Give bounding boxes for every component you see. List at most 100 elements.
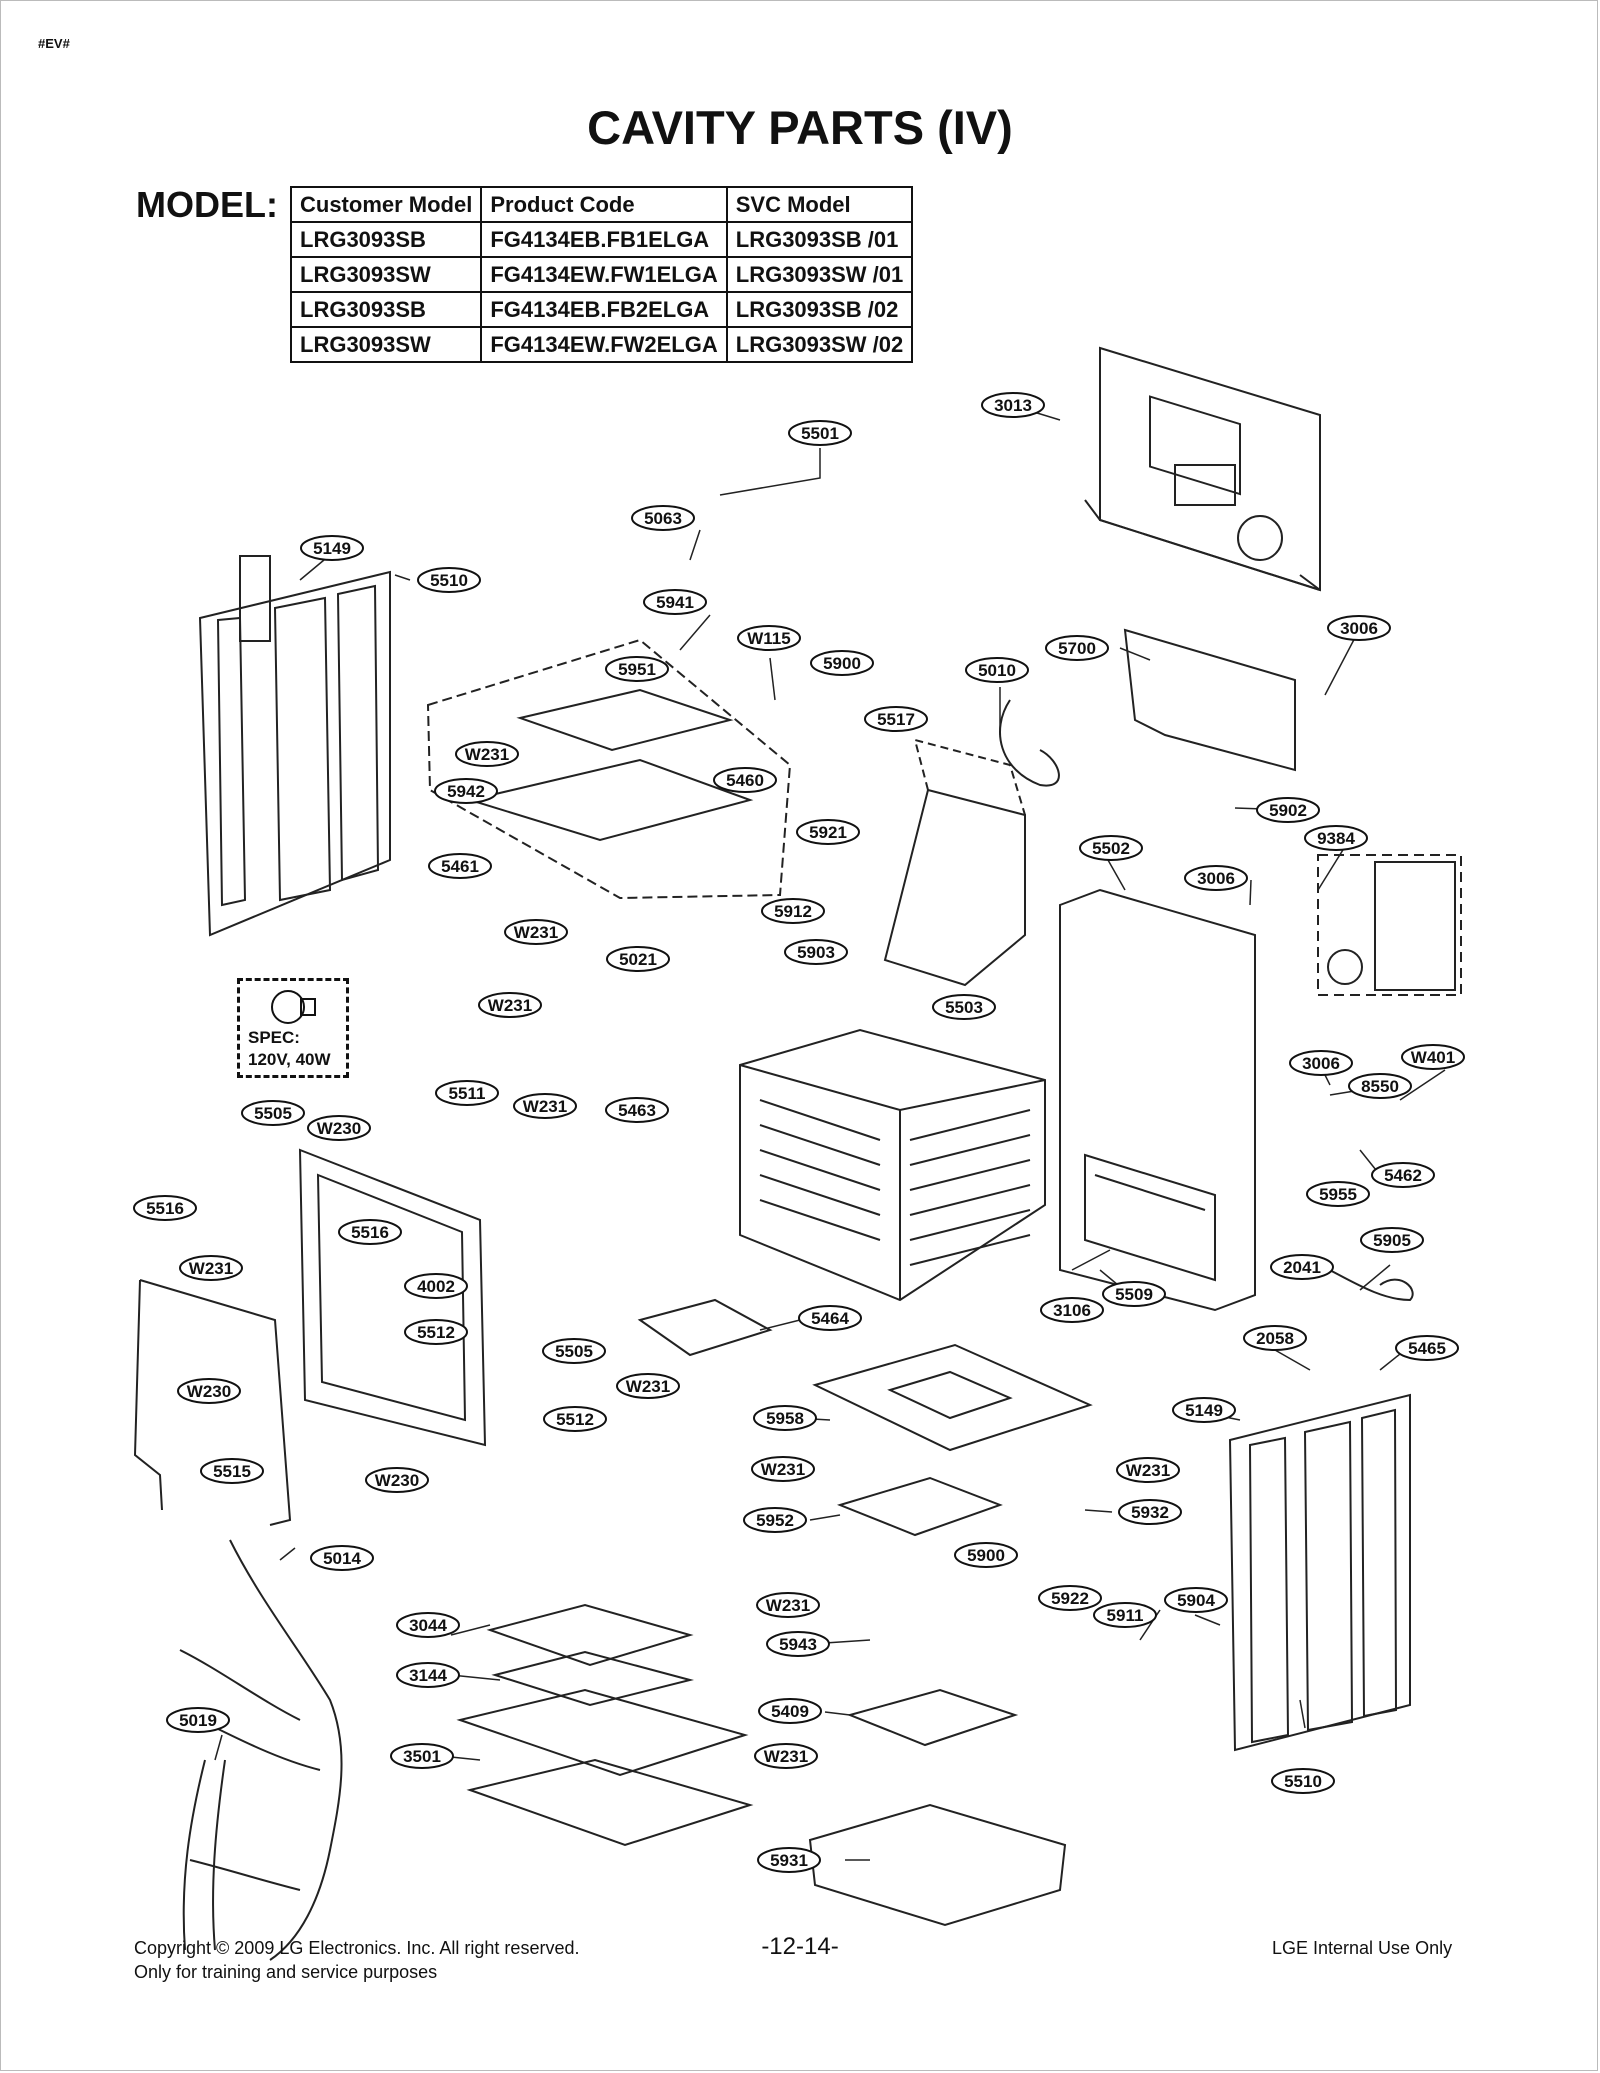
callout-bubble	[605, 1097, 669, 1123]
callout-label: 5461	[441, 857, 479, 876]
copyright-text: Copyright © 2009 LG Electronics. Inc. Al…	[134, 1938, 580, 1958]
callout-label: 5510	[1284, 1772, 1322, 1791]
top-heater-assembly-part	[426, 638, 792, 900]
callout-bubble	[753, 1405, 817, 1431]
upper-rear-plate-part	[1123, 628, 1296, 772]
callout-label: 5902	[1269, 801, 1307, 820]
rear-wall-part	[1059, 888, 1256, 1312]
cell: FG4134EW.FW2ELGA	[480, 326, 728, 363]
callout-bubble	[434, 778, 498, 804]
left-side-panel-part	[198, 555, 391, 937]
callout-bubble	[504, 919, 568, 945]
header-svc-model: SVC Model	[725, 186, 914, 223]
callout-bubble	[713, 767, 777, 793]
callout-label: 5958	[766, 1409, 804, 1428]
callout-bubble	[810, 650, 874, 676]
callout-bubble	[981, 392, 1045, 418]
callout-label: 5501	[801, 424, 839, 443]
callout-bubble	[241, 1100, 305, 1126]
callout-bubble	[435, 1080, 499, 1106]
callout-bubble	[513, 1093, 577, 1119]
callout-bubble	[864, 706, 928, 732]
callout-bubble	[605, 656, 669, 682]
callout-bubble	[1038, 1585, 1102, 1611]
callout-bubble	[428, 853, 492, 879]
bake-heater-part	[846, 1688, 1019, 1747]
callout-label: W231	[761, 1460, 805, 1479]
callout-bubble	[1401, 1044, 1465, 1070]
callout-label: 5922	[1051, 1589, 1089, 1608]
table-row: LRG3093SW FG4134EW.FW1ELGA LRG3093SW /01	[289, 256, 914, 293]
callout-label: 4002	[417, 1277, 455, 1296]
callout-label: 5517	[877, 710, 915, 729]
callout-label: W401	[1411, 1048, 1455, 1067]
callout-label: 5463	[618, 1101, 656, 1120]
callout-bubble	[404, 1273, 468, 1299]
callout-bubble	[1304, 825, 1368, 851]
callout-label: 5515	[213, 1462, 251, 1481]
callout-bubble	[737, 625, 801, 651]
callout-label: W231	[626, 1377, 670, 1396]
callout-label: 5509	[1115, 1285, 1153, 1304]
cell: LRG3093SW /01	[725, 256, 914, 293]
callout-label: 5010	[978, 661, 1016, 680]
callout-label: 5465	[1408, 1339, 1446, 1358]
broil-pan-part	[486, 1603, 694, 1707]
callout-bubble	[455, 741, 519, 767]
callout-label: 5014	[323, 1549, 361, 1568]
callout-label: 5941	[656, 593, 694, 612]
callout-bubble	[616, 1373, 680, 1399]
page-title: CAVITY PARTS (IV)	[587, 101, 1013, 154]
callout-label: 5516	[351, 1223, 389, 1242]
cell: LRG3093SB	[289, 291, 483, 328]
callout-bubble	[1102, 1281, 1166, 1307]
callout-bubble	[1371, 1162, 1435, 1188]
table-row: LRG3093SW FG4134EW.FW2ELGA LRG3093SW /02	[289, 326, 914, 363]
callout-bubble	[478, 992, 542, 1018]
callout-label: 5700	[1058, 639, 1096, 658]
spec-line1: SPEC:	[248, 1028, 300, 1047]
callout-label: W231	[189, 1259, 233, 1278]
callout-bubble	[784, 939, 848, 965]
callout-label: W231	[465, 745, 509, 764]
callout-label: 5512	[417, 1323, 455, 1342]
top-cover-part	[466, 688, 754, 842]
cell: LRG3093SW	[289, 326, 483, 363]
callout-bubble	[1243, 1325, 1307, 1351]
callout-bubble	[1116, 1457, 1180, 1483]
cell: LRG3093SB /02	[725, 291, 914, 328]
spec-box	[237, 978, 349, 1078]
cell: FG4134EB.FB1ELGA	[480, 221, 728, 258]
callout-label: 3013	[994, 396, 1032, 415]
leader-lines	[214, 404, 1446, 1861]
callout-bubble	[396, 1662, 460, 1688]
callout-bubble	[166, 1707, 230, 1733]
callout-label: 5505	[555, 1342, 593, 1361]
callout-bubble	[758, 1698, 822, 1724]
callout-label: 5912	[774, 902, 812, 921]
callout-bubble	[1172, 1397, 1236, 1423]
callout-label: W231	[1126, 1461, 1170, 1480]
page-tag: #EV#	[38, 36, 70, 51]
callout-label: 5409	[771, 1702, 809, 1721]
right-side-panel-part	[1228, 1393, 1411, 1752]
back-panel-part	[1084, 346, 1321, 592]
cell: FG4134EB.FB2ELGA	[480, 291, 728, 328]
callout-bubble	[1040, 1297, 1104, 1323]
callout-bubble	[965, 657, 1029, 683]
callout-bubble	[766, 1631, 830, 1657]
callout-bubble	[1184, 865, 1248, 891]
cell: LRG3093SB /01	[725, 221, 914, 258]
callout-bubble	[1093, 1602, 1157, 1628]
callout-label: 5502	[1092, 839, 1130, 858]
callout-label: W231	[766, 1596, 810, 1615]
purpose-text: Only for training and service purposes	[134, 1962, 438, 1982]
callout-label: 5021	[619, 950, 657, 969]
parts-kit-part	[1317, 854, 1462, 996]
callout-label: 5511	[449, 1084, 486, 1103]
callout-label: W231	[523, 1097, 567, 1116]
callout-label: 5149	[313, 539, 351, 558]
front-frame-part	[298, 1148, 487, 1447]
callout-label: W115	[747, 629, 790, 648]
